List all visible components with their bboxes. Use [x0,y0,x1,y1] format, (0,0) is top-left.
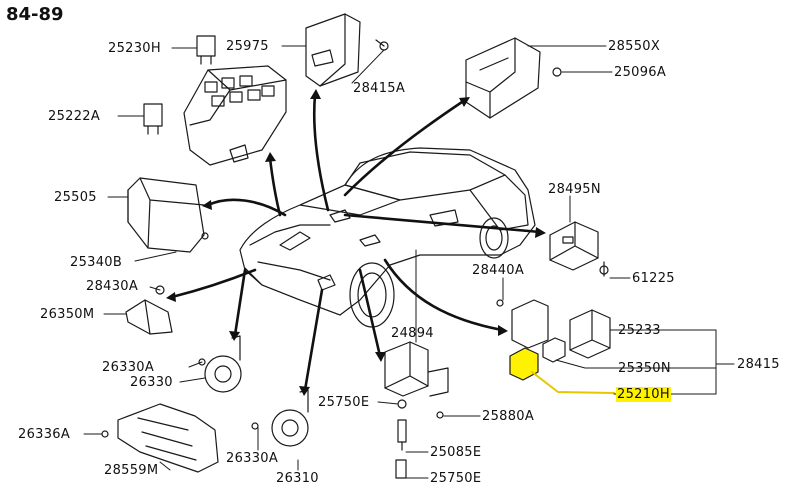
part-label-26330A-top[interactable]: 26330A [102,360,155,375]
bracket-28559M [117,403,219,473]
horn-26330 [204,335,242,393]
bracket-26350M [125,299,173,335]
part-label-25210H[interactable]: 25210H [616,387,671,402]
arrow-heads [166,89,546,396]
cover-25975 [305,13,361,87]
part-label-28440A[interactable]: 28440A [472,263,525,278]
part-label-28559M[interactable]: 28559M [104,463,159,478]
location-arrows [170,93,542,392]
part-label-26330A-bottom[interactable]: 26330A [226,451,279,466]
relay-24894 [384,341,449,397]
connector-25750E-bottom [395,459,407,479]
part-label-26350M[interactable]: 26350M [40,307,95,322]
relay-25350N [542,337,566,363]
part-label-28550X[interactable]: 28550X [608,39,661,54]
page-title: 84-89 [6,4,64,25]
part-label-25085E[interactable]: 25085E [430,445,482,460]
control-unit-28550X [465,37,541,119]
part-label-25750E-top[interactable]: 25750E [318,395,370,410]
part-label-25750E-bottom[interactable]: 25750E [430,471,482,486]
screw-28430A [155,285,165,295]
part-label-28495N[interactable]: 28495N [548,182,601,197]
fuse-25085E [397,419,407,451]
part-label-25975[interactable]: 25975 [226,39,269,54]
part-label-26330[interactable]: 26330 [130,375,173,390]
part-label-25096A[interactable]: 25096A [614,65,667,80]
part-label-25340B[interactable]: 25340B [70,255,123,270]
part-label-61225[interactable]: 61225 [632,271,675,286]
screw-26336A [101,430,109,438]
part-label-26336A[interactable]: 26336A [18,427,71,442]
part-label-26310[interactable]: 26310 [276,471,319,486]
part-label-25233[interactable]: 25233 [618,323,661,338]
fuse-block-assembly [183,65,287,166]
part-label-25880A[interactable]: 25880A [482,409,535,424]
part-label-25230H[interactable]: 25230H [108,41,161,56]
relay-28495N [549,221,599,271]
part-label-28415[interactable]: 28415 [737,357,780,372]
screw-25880A [436,411,444,419]
part-label-25222A[interactable]: 25222A [48,109,101,124]
part-label-28430A[interactable]: 28430A [86,279,139,294]
screw-26330A-top [198,358,206,366]
relay-box-25505 [127,177,205,253]
screw-25096A [552,67,562,77]
car-illustration [239,147,536,328]
part-label-24894[interactable]: 24894 [391,326,434,341]
horn-26310 [271,389,309,447]
part-label-25505[interactable]: 25505 [54,190,97,205]
part-label-25350N[interactable]: 25350N [618,361,671,376]
screw-26330A-bottom [251,422,259,430]
part-label-28415A[interactable]: 28415A [353,81,406,96]
relay-25233 [569,309,611,359]
connector-25750E-top [397,399,407,409]
screw-25340B [201,232,209,240]
screw-28415A [375,39,389,51]
leader-lines [83,45,735,479]
bracket-28440A [496,299,549,349]
screw-61225 [599,261,609,277]
relay-25210H [509,347,539,381]
relay-25230H [196,35,216,65]
relay-25222A [143,103,163,135]
